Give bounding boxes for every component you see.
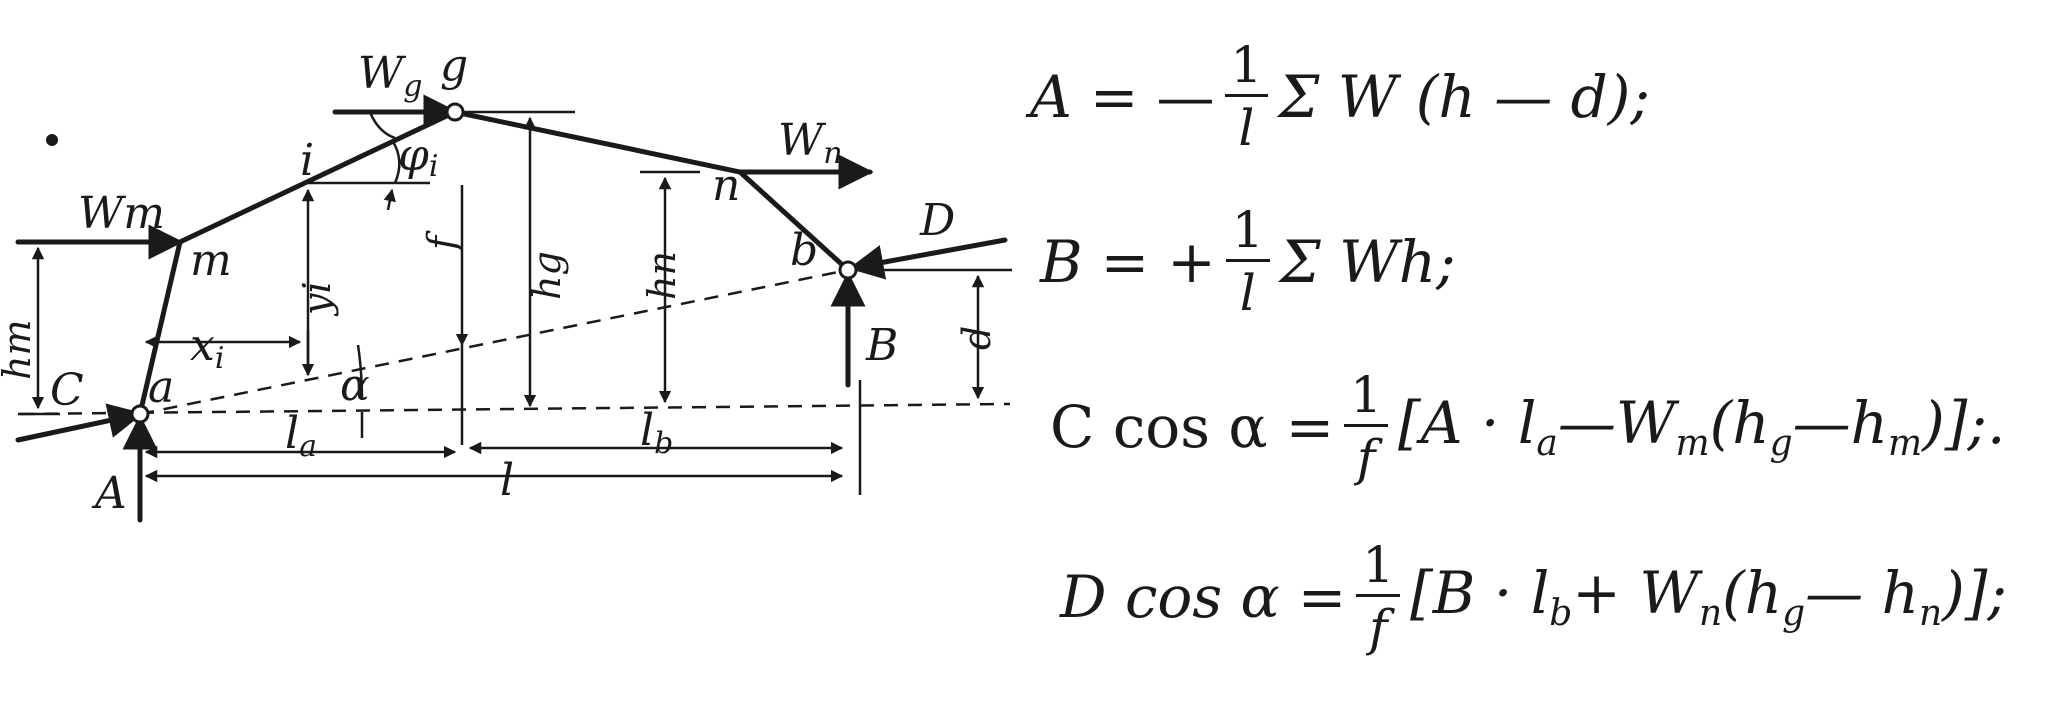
eq4-numerator: 1	[1356, 540, 1401, 597]
eq1-denominator: l	[1238, 99, 1255, 157]
label-phi: φi	[398, 130, 438, 184]
equation-a: A = — 1 l Σ W (h — d);	[1030, 40, 1650, 153]
eq2-lhs: B	[1040, 227, 1083, 296]
label-la: la	[285, 408, 317, 464]
eq2-numerator: 1	[1225, 205, 1270, 262]
d-reaction-arrow	[848, 237, 1008, 280]
label-wg: Wg	[358, 48, 422, 104]
eq2-body: Σ Wh;	[1279, 227, 1456, 296]
label-c: C	[50, 365, 84, 416]
eq4-op: =	[1297, 562, 1347, 631]
eq3-denominator: f	[1356, 429, 1376, 487]
eq3-numerator: 1	[1344, 370, 1389, 427]
three-hinged-arch-diagram: Wg g i φi Wn n D b Wm m hm yi f hg hn d …	[0, 40, 1012, 523]
eq1-sign: —	[1156, 62, 1215, 131]
eq3-fraction: 1 f	[1344, 370, 1389, 487]
eq4-body: [B · lb+ Wn(hg— hn)];	[1410, 559, 2007, 634]
eq3-op: =	[1285, 392, 1335, 461]
label-wm: Wm	[78, 188, 165, 239]
label-alpha: α	[340, 360, 370, 411]
label-i: i	[300, 135, 314, 186]
formula-panel: A = — 1 l Σ W (h — d); B = + 1 l Σ Wh; C…	[1030, 0, 2040, 713]
alpha-arc	[356, 344, 364, 401]
eq3-body: [A · la—Wm(hg—hm)];.	[1398, 389, 2006, 464]
eq3-lhs: C cos α	[1050, 392, 1268, 461]
equation-b: B = + 1 l Σ Wh;	[1040, 205, 1456, 318]
eq1-op: =	[1089, 62, 1139, 131]
chord-line	[139, 268, 849, 416]
phi-arc	[390, 139, 401, 184]
label-wn: Wn	[778, 115, 843, 171]
label-yi: yi	[295, 281, 339, 317]
label-m: m	[190, 235, 232, 286]
phi-tick	[383, 188, 396, 211]
c-reaction-arrow	[15, 403, 144, 443]
arch-axis	[137, 109, 851, 417]
eq1-body: Σ W (h — d);	[1278, 62, 1650, 131]
node-g	[445, 102, 465, 122]
label-f: f	[420, 230, 464, 253]
equation-c: C cos α = 1 f [A · la—Wm(hg—hm)];.	[1050, 370, 2005, 483]
label-l: l	[500, 455, 514, 506]
eq2-denominator: l	[1239, 264, 1256, 322]
label-hn: hn	[640, 251, 684, 300]
eq1-lhs: A	[1030, 62, 1072, 131]
label-hm: hm	[0, 319, 39, 380]
node-b	[838, 260, 858, 280]
label-a-force: A	[91, 468, 127, 519]
eq4-denominator: f	[1368, 599, 1388, 657]
wg-angle-arc	[368, 111, 396, 140]
label-b-node: b	[790, 225, 818, 276]
label-d-force: D	[919, 195, 955, 246]
eq2-fraction: 1 l	[1225, 205, 1270, 322]
label-a-node: a	[148, 362, 174, 413]
label-b-force: B	[865, 320, 898, 371]
label-lb: lb	[640, 405, 673, 461]
base-line	[19, 402, 1011, 416]
label-xi: xi	[190, 320, 224, 376]
eq4-lhs: D cos α	[1060, 562, 1280, 631]
label-d-dim: d	[955, 326, 999, 350]
eq2-op: =	[1100, 227, 1150, 296]
label-hg: hg	[525, 251, 569, 300]
stray-dot	[46, 134, 58, 146]
label-g: g	[440, 40, 468, 91]
equation-d: D cos α = 1 f [B · lb+ Wn(hg— hn)];	[1060, 540, 2007, 653]
node-a	[130, 404, 150, 424]
eq4-fraction: 1 f	[1356, 540, 1401, 657]
eq2-sign: +	[1167, 227, 1216, 296]
label-n: n	[712, 160, 740, 211]
eq1-fraction: 1 l	[1224, 40, 1269, 157]
eq1-numerator: 1	[1224, 40, 1269, 97]
